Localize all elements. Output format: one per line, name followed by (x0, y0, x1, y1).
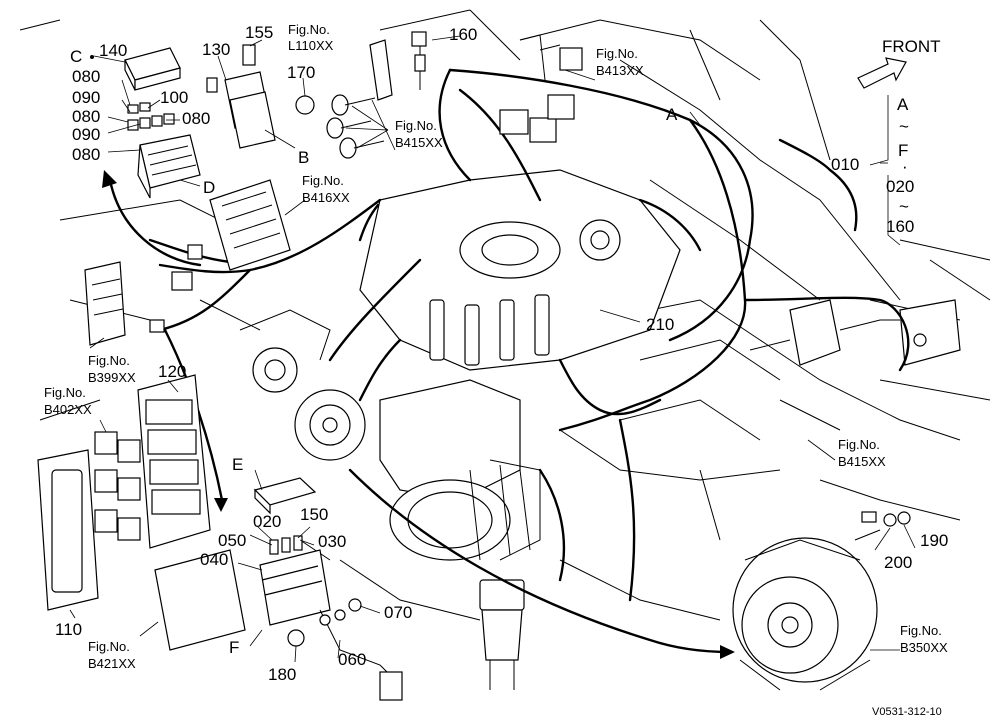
callout-090: 090 (72, 88, 100, 107)
fig-ref-code: B415XX (395, 135, 443, 150)
fig-ref-code: B421XX (88, 656, 136, 671)
callout-numbers: 140 080 090 100 080 080 090 080 130 155 … (55, 23, 948, 684)
relay-fuses (127, 102, 175, 131)
callout-130: 130 (202, 40, 230, 59)
engine-block (359, 169, 681, 371)
fuse-block-d (137, 134, 201, 199)
fig-ref-b402: Fig.No. B402XX (44, 385, 92, 417)
callout-160: 160 (886, 217, 914, 236)
range-dot: · (902, 157, 908, 176)
fuse-cover-110 (37, 449, 99, 611)
label-c: C (70, 47, 82, 66)
fuse-box-120 (137, 374, 211, 549)
label-b: B (298, 148, 309, 167)
relay-130 (206, 44, 276, 149)
fig-ref-label: Fig.No. (596, 46, 638, 61)
fuel-filter (479, 579, 525, 690)
engine-outline (19, 9, 991, 621)
callout-210: 210 (646, 315, 674, 334)
fig-ref-code: B416XX (302, 190, 350, 205)
callout-110: 110 (55, 620, 82, 639)
starter-motor (379, 379, 541, 561)
callout-080: 080 (182, 109, 210, 128)
fig-ref-label: Fig.No. (88, 353, 130, 368)
range-tilde: ~ (899, 117, 909, 136)
relays-b402 (94, 431, 141, 541)
front-label: FRONT (882, 37, 941, 56)
connectors-bottom (287, 598, 403, 701)
fig-ref-label: Fig.No. (88, 639, 130, 654)
callout-160: 160 (449, 25, 477, 44)
letter-labels: C D B A A ~ F · ~ E F (70, 47, 909, 657)
callout-150: 150 (300, 505, 328, 524)
fig-ref-label: Fig.No. (395, 118, 437, 133)
fig-ref-b416: Fig.No. B416XX (302, 173, 350, 205)
callout-060: 060 (338, 650, 366, 669)
label-f-range: F (898, 141, 908, 160)
fig-ref-label: Fig.No. (900, 623, 942, 638)
relay-block-f (154, 535, 331, 651)
label-f: F (229, 638, 239, 657)
fig-ref-label: Fig.No. (838, 437, 880, 452)
callout-080: 080 (72, 67, 100, 86)
fig-ref-label: Fig.No. (288, 22, 330, 37)
fig-ref-b350: Fig.No. B350XX (900, 623, 948, 655)
fuse-box-c (124, 47, 181, 91)
valve-block (749, 299, 961, 366)
wiring-harness (148, 68, 910, 602)
callout-140: 140 (99, 41, 127, 60)
callout-010: 010 (831, 155, 859, 174)
fig-ref-code: B413XX (596, 63, 644, 78)
callout-080: 080 (72, 107, 100, 126)
fig-ref-code: B399XX (88, 370, 136, 385)
glow-plugs (295, 39, 393, 159)
fig-ref-l110: Fig.No. L110XX (288, 22, 334, 53)
sensor-160-top (411, 31, 427, 90)
label-a-range: A (897, 95, 909, 114)
label-a: A (666, 105, 678, 124)
callout-070: 070 (384, 603, 412, 622)
fig-ref-code: B402XX (44, 402, 92, 417)
callout-080: 080 (72, 145, 100, 164)
callout-020: 020 (886, 177, 914, 196)
callout-100: 100 (160, 88, 188, 107)
callout-040: 040 (200, 550, 228, 569)
fig-ref-b415-top: Fig.No. B415XX (395, 118, 443, 150)
fig-ref-b413: Fig.No. B413XX (596, 46, 644, 78)
fig-ref-code: B350XX (900, 640, 948, 655)
range-bracket (869, 95, 901, 246)
callout-030: 030 (318, 532, 346, 551)
fig-ref-code: L110XX (288, 38, 334, 53)
label-d: D (203, 178, 215, 197)
front-arrow (857, 57, 907, 89)
alternator-b350 (732, 511, 911, 691)
fig-ref-b421: Fig.No. B421XX (88, 639, 136, 671)
callout-090: 090 (72, 125, 100, 144)
fig-ref-b415-right: Fig.No. B415XX (838, 437, 886, 469)
label-e: E (232, 455, 243, 474)
callout-120: 120 (158, 362, 186, 381)
drawing-code: V0531-312-10 (872, 706, 942, 718)
relay-bank (499, 34, 583, 143)
item-e (253, 477, 317, 515)
alternator-mounted (239, 309, 366, 461)
callout-050: 050 (218, 531, 246, 550)
relay-box-b399 (84, 244, 203, 346)
fig-ref-code: B415XX (838, 454, 886, 469)
callout-020: 020 (253, 512, 281, 531)
callout-155: 155 (245, 23, 273, 42)
callout-200: 200 (884, 553, 912, 572)
callout-180: 180 (268, 665, 296, 684)
fig-ref-label: Fig.No. (302, 173, 344, 188)
fig-ref-b399: Fig.No. B399XX (88, 353, 136, 385)
control-unit (209, 179, 291, 271)
fig-ref-label: Fig.No. (44, 385, 86, 400)
range-tilde: ~ (899, 197, 909, 216)
leader-lines (69, 35, 916, 663)
callout-190: 190 (920, 531, 948, 550)
callout-170: 170 (287, 63, 315, 82)
